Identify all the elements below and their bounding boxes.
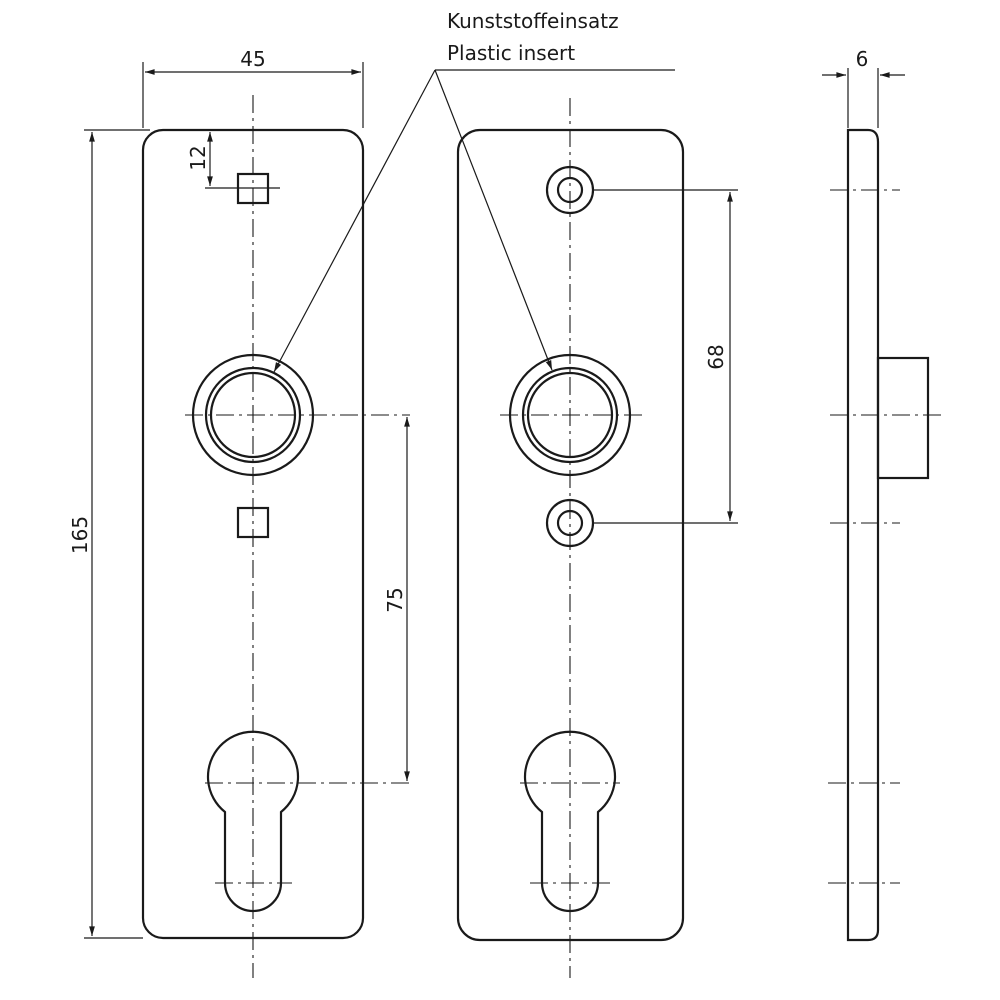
cylinder-keyhole-rear [523, 730, 617, 913]
svg-text:68: 68 [704, 344, 728, 369]
front-view-plate [141, 95, 412, 978]
dimension-top-offset: 12 [186, 132, 213, 186]
dimension-thickness: 6 [822, 47, 905, 128]
svg-text:6: 6 [856, 47, 869, 71]
square-hole-bottom [236, 506, 270, 539]
dimension-screw-spacing: 68 [592, 189, 738, 524]
rear-view-plate [456, 98, 685, 978]
svg-text:12: 12 [186, 145, 210, 170]
dimension-handle-to-key: 75 [383, 417, 410, 782]
dimension-width: 45 [142, 47, 364, 128]
cylinder-keyhole [206, 730, 300, 913]
svg-text:165: 165 [68, 516, 92, 554]
dimension-height: 165 [68, 129, 150, 939]
leader-lines [273, 69, 675, 373]
side-view [828, 128, 945, 942]
label-english: Plastic insert [447, 41, 575, 65]
svg-text:75: 75 [383, 587, 407, 612]
label-german: Kunststoffeinsatz [447, 9, 619, 33]
svg-text:45: 45 [240, 47, 265, 71]
